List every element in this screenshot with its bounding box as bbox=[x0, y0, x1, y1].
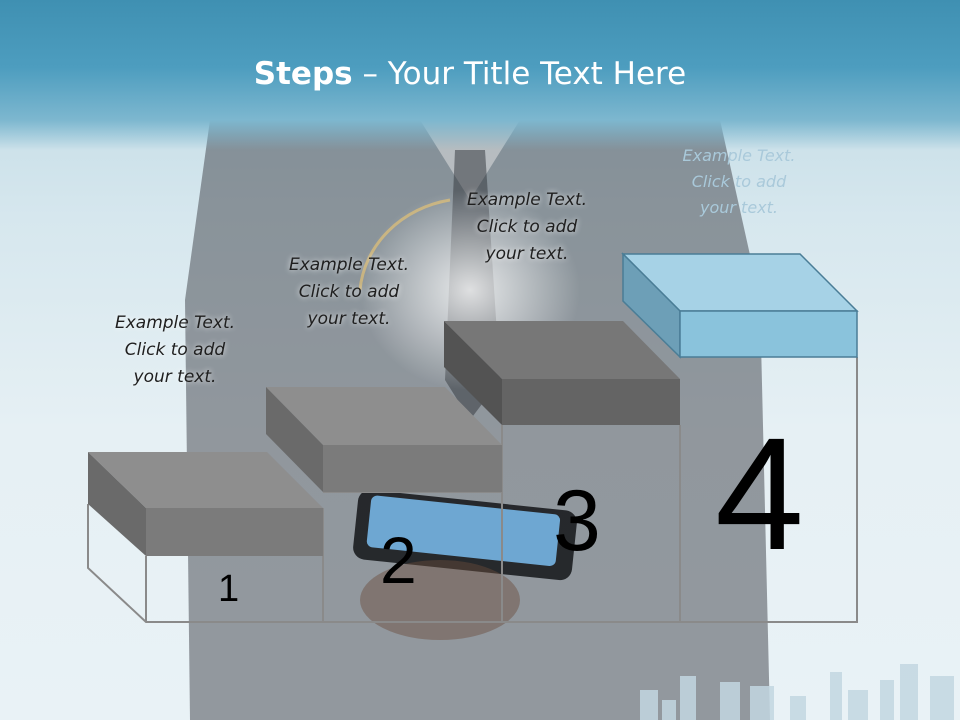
step-1-block bbox=[88, 452, 323, 556]
step-1-number: 1 bbox=[218, 568, 240, 610]
step-4-caption[interactable]: Example Text. Click to add your text. bbox=[664, 143, 814, 221]
caption-line: Example Text. bbox=[288, 255, 410, 275]
caption-line: your text. bbox=[133, 367, 217, 387]
step-1-caption[interactable]: Example Text. Click to add your text. bbox=[100, 310, 250, 391]
step-4-number: 4 bbox=[715, 404, 804, 583]
city-skyline bbox=[640, 664, 954, 720]
caption-line: Example Text. bbox=[114, 313, 236, 333]
caption-line: Click to add bbox=[691, 172, 787, 191]
header-band bbox=[0, 0, 960, 150]
title-bold: Steps bbox=[253, 56, 353, 92]
caption-line: Example Text. bbox=[682, 146, 796, 165]
caption-line: Click to add bbox=[476, 217, 578, 237]
title-rest: – Your Title Text Here bbox=[352, 56, 687, 92]
phone-illustration bbox=[353, 489, 577, 581]
caption-line: your text. bbox=[485, 244, 569, 264]
caption-line: Click to add bbox=[298, 282, 400, 302]
step-2-caption[interactable]: Example Text. Click to add your text. bbox=[274, 252, 424, 333]
step-2-block bbox=[266, 387, 502, 492]
step-3-number: 3 bbox=[553, 473, 601, 569]
caption-line: Example Text. bbox=[466, 190, 588, 210]
step-3-caption[interactable]: Example Text. Click to add your text. bbox=[452, 187, 602, 268]
caption-line: Click to add bbox=[124, 340, 226, 360]
step-4-block bbox=[621, 252, 859, 359]
step-3-block bbox=[444, 321, 680, 425]
step-2-number: 2 bbox=[380, 523, 417, 597]
slide-title[interactable]: Steps – Your Title Text Here bbox=[0, 56, 940, 92]
caption-line: your text. bbox=[699, 198, 778, 217]
caption-line: your text. bbox=[307, 309, 391, 329]
